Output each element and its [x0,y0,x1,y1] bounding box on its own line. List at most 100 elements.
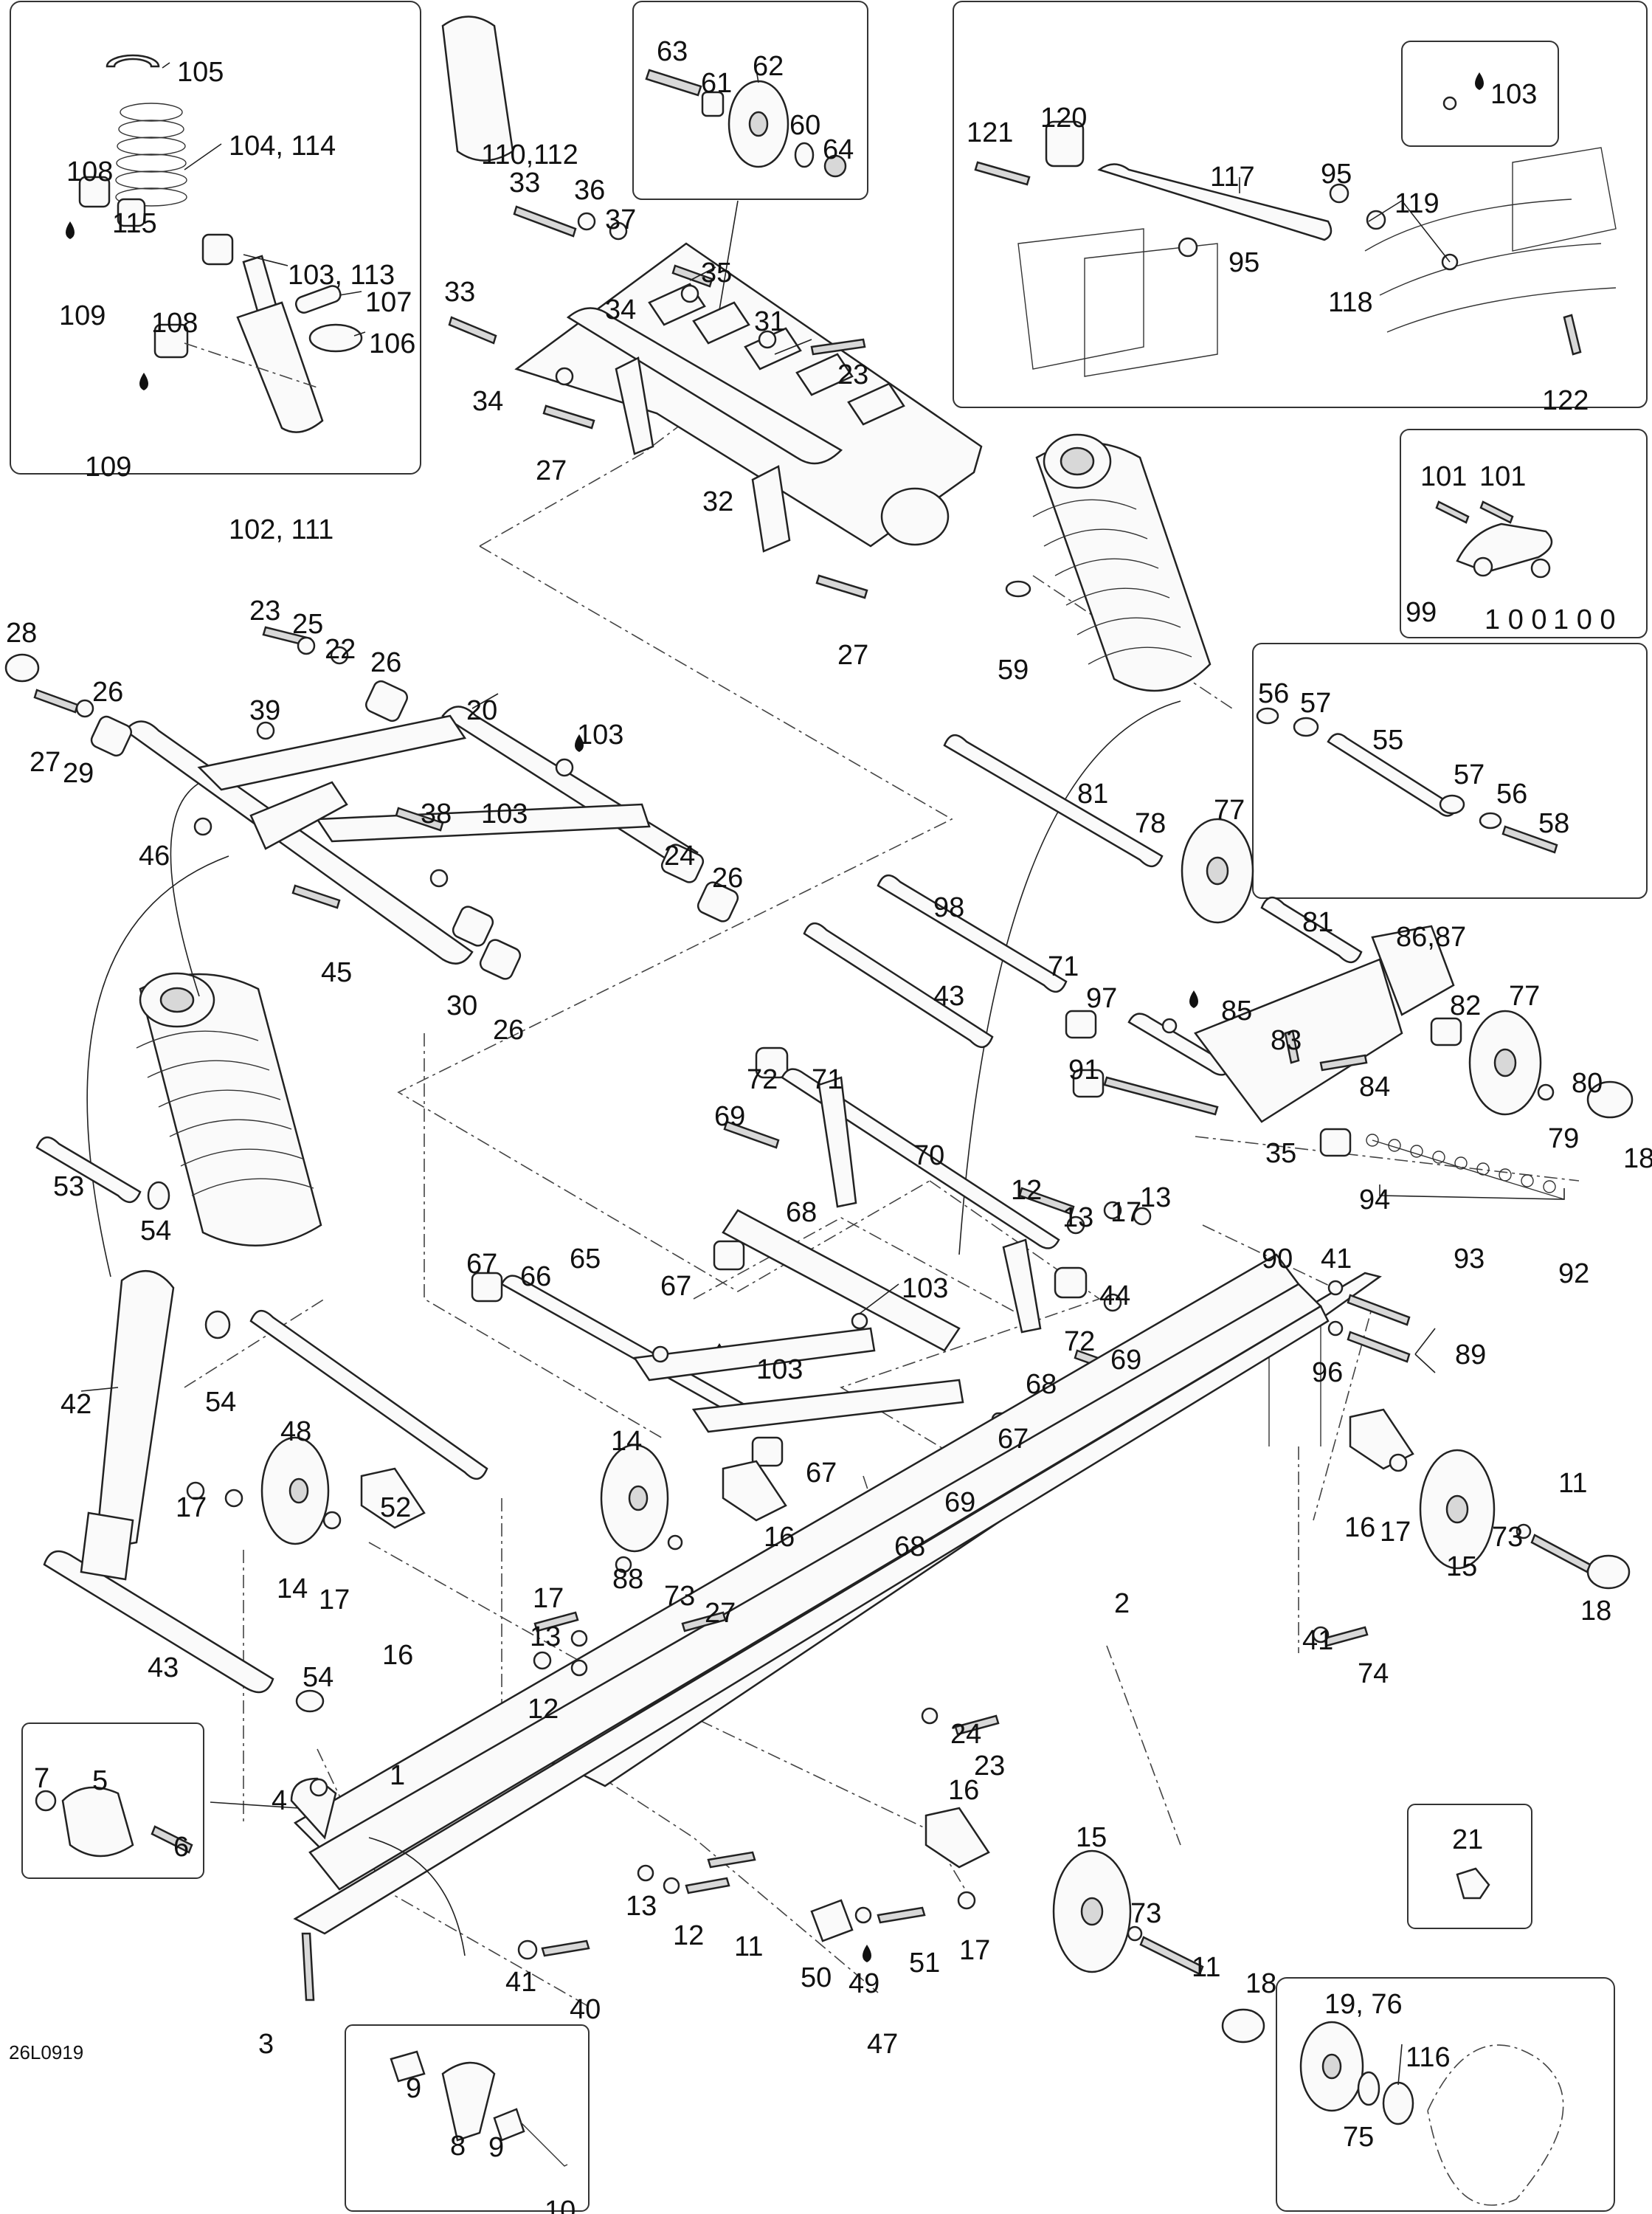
front-upper-arm-20 [4,626,739,980]
callout-c71b: 71 [812,1064,843,1095]
callout-c15a: 15 [1446,1551,1477,1582]
callout-c110: 110,112 [481,139,578,170]
inset-axle-55 [1252,643,1648,899]
callout-c2: 2 [1114,1588,1130,1619]
stopper-block-5 [35,1786,193,1858]
callout-c53: 53 [53,1171,84,1202]
callout-c14a: 14 [611,1426,642,1457]
inset-stopper-strap [953,1,1648,408]
callout-c103e: 103 [902,1273,948,1304]
callout-c43a: 43 [933,981,964,1012]
callout-c59: 59 [998,655,1029,686]
callout-c12b: 12 [528,1694,559,1725]
callout-c92: 92 [1558,1258,1589,1289]
callout-c23b: 23 [249,596,280,627]
callout-c56a: 56 [1258,678,1289,709]
callout-c61: 61 [701,68,732,99]
callout-c45: 45 [321,957,352,988]
callout-c7: 7 [34,1763,49,1794]
callout-c13d: 13 [626,1891,657,1922]
inset-slider-8 [345,2024,590,2212]
front-link-42 [35,1137,488,1713]
callout-c93: 93 [1454,1244,1485,1275]
callout-c28: 28 [6,618,37,649]
callout-c23c: 23 [974,1751,1005,1782]
inset-wheel-19 [1276,1977,1615,2212]
inset-grease-nipple-21 [1407,1804,1532,1929]
callout-c18c: 18 [1245,1968,1276,1999]
callout-c8: 8 [450,2131,466,2162]
callout-c118: 118 [1328,287,1373,318]
callout-c67c: 67 [998,1424,1029,1455]
callout-c43b: 43 [148,1652,179,1683]
callout-c99: 99 [1406,597,1437,628]
callout-c103d: 103 [481,799,528,830]
callout-c98: 98 [933,892,964,923]
callout-c95b: 95 [1228,247,1259,278]
callout-c108a: 108 [66,156,113,187]
callout-c86: 86,87 [1396,922,1466,953]
callout-c17b: 17 [1380,1517,1411,1548]
lower-fasteners [517,1851,926,1960]
callout-c75: 75 [1343,2122,1374,2153]
callout-c67a: 67 [466,1249,497,1280]
callout-c3: 3 [258,2029,274,2060]
callout-c6: 6 [173,1832,189,1863]
callout-c103b: 103 [1490,79,1537,110]
callout-c68b: 68 [1026,1369,1057,1400]
callout-c82: 82 [1450,990,1481,1021]
inset-bracket-99 [1400,429,1648,638]
wheel-assembly-19 [1299,2021,1564,2206]
callout-c65: 65 [570,1244,601,1275]
callout-c58: 58 [1538,808,1569,839]
callout-c62: 62 [753,51,784,82]
inset-boxes [10,1,1648,2212]
callout-c27d: 27 [705,1598,736,1629]
callout-c17a: 17 [1110,1197,1141,1228]
callout-c77b: 77 [1509,981,1540,1012]
idler-wheel-62 [645,69,847,178]
callout-c31: 31 [754,306,785,337]
callout-c68a: 68 [786,1197,817,1228]
callout-c101a: 101 [1420,461,1467,492]
callout-c100a: 1 0 0 [1485,604,1547,635]
grease-drop-icon [66,221,75,239]
callout-c103f: 103 [756,1354,803,1385]
callout-c30: 30 [446,990,477,1021]
callout-c115: 115 [112,208,157,239]
callout-c11c: 11 [1192,1952,1220,1983]
callout-c69b: 69 [1110,1345,1141,1376]
callout-c107: 107 [365,287,412,318]
callout-c63: 63 [657,36,688,67]
callout-c69a: 69 [714,1101,745,1132]
callout-c54c: 54 [303,1662,333,1693]
grease-drop-icon [863,1945,871,1962]
callout-c18a: 18 [1623,1143,1652,1174]
inset-stopper-block-5 [21,1722,204,1879]
callout-c57b: 57 [1454,759,1485,790]
callout-c46: 46 [139,841,170,872]
callout-c17e: 17 [319,1584,350,1615]
callout-c11a: 11 [1558,1468,1587,1499]
callout-c13b: 13 [1140,1182,1171,1213]
callout-c116: 116 [1406,2042,1451,2073]
callout-c27b: 27 [837,640,868,671]
callout-c54b: 54 [205,1387,236,1418]
callout-c12a: 12 [1011,1175,1042,1206]
grease-drop-icon [575,734,584,752]
callout-c109a: 109 [59,300,106,331]
callout-c36: 36 [574,175,605,206]
bracket-99 [1435,500,1553,579]
callout-c49: 49 [849,1968,879,1999]
callout-c25: 25 [292,609,323,640]
callout-c44: 44 [1099,1280,1130,1311]
callout-c47: 47 [867,2029,898,2060]
callout-c77a: 77 [1214,795,1245,826]
callout-c23a: 23 [837,359,868,390]
callout-c73a: 73 [1492,1522,1523,1553]
callout-c88: 88 [612,1564,643,1595]
callout-c101b: 101 [1479,461,1526,492]
callout-c37: 37 [605,204,636,235]
front-arm-32 [448,200,983,599]
